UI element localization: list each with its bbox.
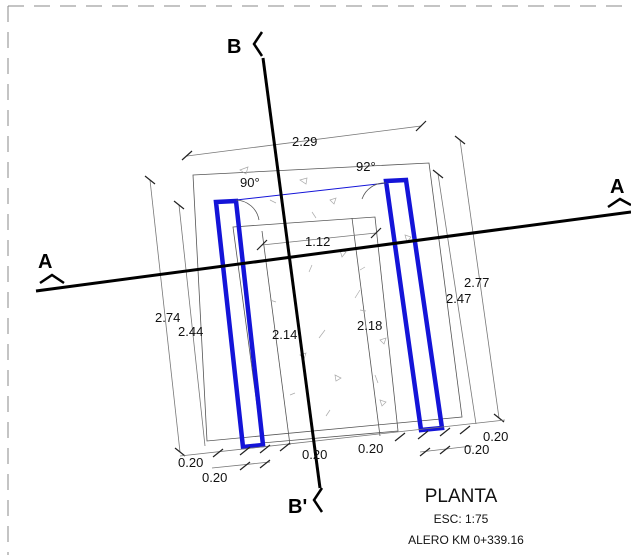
dim-center-right: 2.18 [357,318,382,333]
dim-center-left: 2.14 [272,327,297,342]
dim-top-width: 2.29 [292,134,317,149]
dim-inner-width: 1.12 [305,234,330,249]
wing-walls [213,177,445,450]
section-a-line [35,210,631,293]
section-b-bottom-label: B' [288,496,307,518]
dim-bottom-1: 0.20 [178,455,203,470]
dim-right-inner: 2.47 [446,291,471,306]
dim-right-outer: 2.77 [464,275,489,290]
section-a-right-label: A [610,176,624,198]
left-wing-wall [213,198,266,450]
footing-outline [192,162,463,446]
plan-location: ALERO KM 0+339.16 [408,533,524,547]
section-a-left-label: A [38,251,52,273]
sheet-border [7,5,631,555]
dim-bottom-2: 0.20 [202,470,227,485]
plan-title: PLANTA [425,486,498,507]
section-b-line [261,57,322,489]
section-lines [35,31,631,513]
dim-bottom-3: 0.20 [302,447,327,462]
angle-arcs [235,182,387,221]
concrete-hatch [239,166,412,417]
section-b-top-label: B [227,36,241,58]
plan-scale: ESC: 1:75 [434,512,489,526]
dimension-lines [144,120,506,471]
dim-bottom-4: 0.20 [358,441,383,456]
dim-left-inner: 2.44 [178,324,203,339]
right-wing-wall [383,177,445,433]
dim-bottom-6: 0.20 [464,442,489,457]
angle-right-label: 92° [356,159,376,174]
dim-left-outer: 2.74 [155,310,180,325]
dim-bottom-5: 0.20 [483,429,508,444]
angle-left-label: 90° [240,175,260,190]
